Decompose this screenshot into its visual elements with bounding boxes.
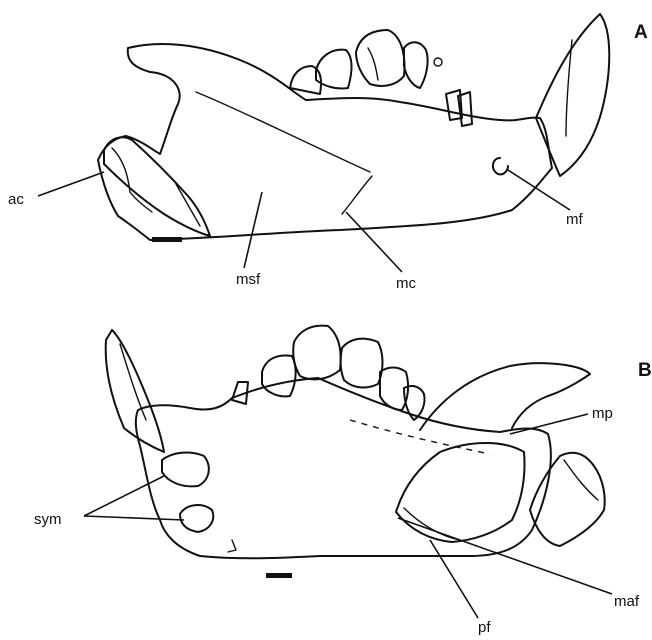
mental-foramen-a [493,158,508,174]
panel-a-letter: A [634,22,648,43]
incisor-b-line [120,344,146,420]
pterygoid-inner-b [404,508,460,540]
symphysis-lower-b [180,505,213,532]
molar-a-3 [356,30,404,86]
articular-process-b [530,453,605,546]
label-pf: pf [478,619,491,636]
tooth-b-3 [293,326,340,380]
masseteric-crest-a [342,176,372,214]
pterygoid-area-b [396,443,525,542]
tooth-b-2 [262,356,296,397]
leader-pf [430,540,478,618]
scale-bar-b [266,573,292,578]
label-mf: mf [566,211,583,228]
jaw-a-outline [98,44,552,240]
label-ac: ac [8,191,24,208]
angular-detail-a [176,184,200,226]
label-maf: maf [614,593,640,610]
label-mc: mc [396,275,416,292]
label-msf: msf [236,271,261,288]
leader-ac [38,172,104,196]
scale-bar-a [152,237,182,242]
panel-b: B sym [34,326,652,636]
tooth-fragment-a [434,58,442,66]
mandibular-canal-b [350,420,490,454]
tooth-b-4 [341,339,383,388]
incisor-a [536,14,609,176]
label-mp: mp [592,405,613,422]
ramus-a-line [196,92,370,172]
label-sym: sym [34,511,62,528]
articular-condyle-a [112,148,152,212]
molar-a-2 [316,50,352,89]
molar-a-3-cusp [368,48,378,80]
symphysis-notch-b [228,540,236,552]
leader-sym-2 [84,516,184,520]
molar-a-4 [404,42,428,88]
symphysis-upper-b [162,453,209,487]
panel-a: A ac msf mc mf [8,14,648,292]
leader-mc [346,212,402,272]
leader-mp [510,414,588,434]
leader-msf [244,192,262,268]
panel-b-letter: B [638,360,652,381]
